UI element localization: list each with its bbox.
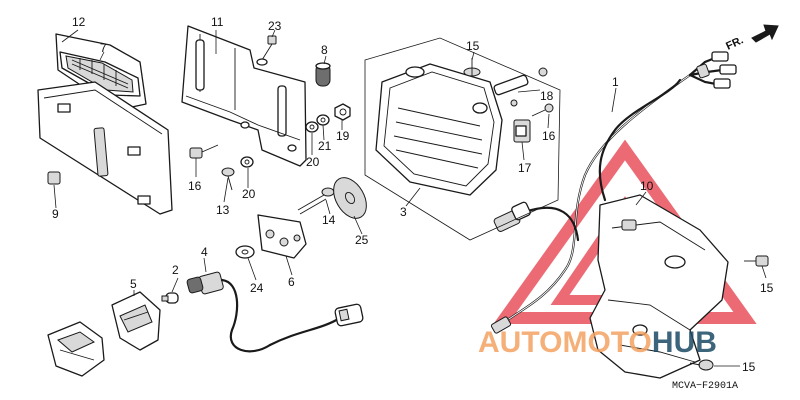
callout-3: 3 — [400, 205, 407, 219]
callout-20-lower: 20 — [242, 187, 256, 201]
bolt-14 — [297, 187, 335, 215]
callout-10: 10 — [640, 179, 654, 193]
callout-6: 6 — [288, 275, 295, 289]
callout-24: 24 — [250, 281, 264, 295]
socket-4 — [186, 271, 364, 353]
taillight-unit-3 — [364, 37, 561, 241]
washer-21 — [316, 114, 330, 126]
callout-4: 4 — [201, 245, 208, 259]
callout-17: 17 — [518, 161, 532, 175]
license-lens-5 — [111, 291, 161, 351]
callout-15-right: 15 — [760, 281, 774, 295]
callout-23: 23 — [268, 19, 282, 33]
screw-13 — [221, 167, 235, 191]
bulb-2 — [161, 292, 179, 304]
watermark-hub: HUB — [652, 326, 717, 359]
callout-11: 11 — [211, 15, 224, 29]
callout-2: 2 — [172, 263, 179, 277]
callout-8: 8 — [321, 43, 328, 57]
collar-8 — [315, 62, 331, 87]
front-arrow-icon — [751, 24, 779, 43]
callout-5: 5 — [130, 277, 137, 291]
harness-connector-top — [688, 51, 737, 89]
socket-18 — [493, 67, 548, 107]
seal-25 — [333, 177, 367, 219]
diagram-code: MCVA−F2901A — [672, 381, 738, 392]
callout-7: 7 — [100, 41, 107, 55]
callout-16-right: 16 — [542, 129, 556, 143]
bolt-15-bottom — [689, 359, 714, 371]
lens-strip-7 — [65, 55, 134, 93]
callout-21: 21 — [318, 139, 332, 153]
upper-cover-12 — [55, 33, 147, 111]
callout-15-top: 15 — [466, 39, 480, 53]
license-plate-base-9 — [37, 81, 173, 215]
leader-lines — [53, 29, 767, 367]
svg-text:AUTOMOTOHUB: AUTOMOTOHUB — [478, 326, 717, 359]
harness-connector-mid — [493, 201, 531, 232]
front-direction-indicator: FR. — [724, 24, 779, 53]
callout-1: 1 — [612, 75, 619, 89]
callout-18: 18 — [540, 89, 554, 103]
harness-connector-low — [490, 316, 512, 334]
callout-25: 25 — [355, 233, 369, 247]
callout-14: 14 — [322, 213, 336, 227]
rear-fender-bracket-10 — [589, 194, 729, 379]
bolt-16-left — [189, 144, 219, 159]
washer-24 — [235, 245, 255, 259]
bolt-16-right — [531, 103, 554, 117]
watermark-auto: AUTO — [478, 326, 562, 359]
bolt-23 — [256, 35, 277, 66]
callout-9: 9 — [52, 207, 59, 221]
watermark-text: AUTOMOTOHUB — [478, 326, 717, 359]
callout-20-upper: 20 — [306, 155, 320, 169]
watermark-moto: MOTO — [562, 326, 651, 359]
bracket-6 — [257, 214, 307, 259]
bolt-15-right — [744, 255, 769, 267]
lower-cover — [47, 321, 105, 377]
callout-13: 13 — [216, 203, 230, 217]
washer-20-lower — [240, 156, 254, 168]
nut-19 — [334, 103, 351, 121]
washer-20-upper — [305, 121, 319, 133]
license-bracket-11 — [181, 25, 307, 167]
callout-15-bottom: 15 — [742, 360, 756, 374]
callout-numbers: 12 7 11 23 8 19 21 20 16 13 20 9 3 15 18… — [52, 15, 774, 374]
callout-12: 12 — [72, 15, 86, 29]
clip-17 — [513, 119, 531, 143]
callout-19: 19 — [336, 129, 350, 143]
callout-16-left: 16 — [188, 179, 202, 193]
front-direction-label: FR. — [724, 34, 745, 52]
bolt-15-top — [463, 58, 481, 77]
